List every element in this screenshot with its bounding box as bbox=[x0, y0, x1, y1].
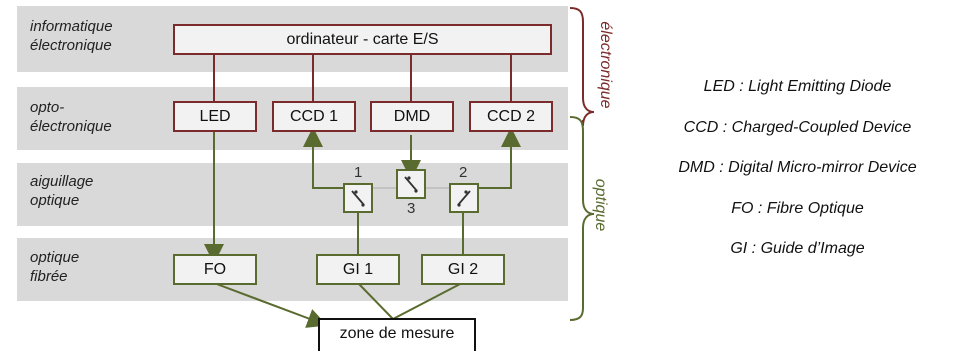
switch-label-3: 3 bbox=[407, 200, 416, 217]
fiber-gi1-zone bbox=[357, 282, 394, 320]
legend-dmd: DMD : Digital Micro-mirror Device bbox=[678, 159, 917, 176]
fiber-gi2-zone bbox=[392, 282, 463, 320]
ccd2-box: CCD 2 bbox=[469, 101, 553, 132]
computer-io-card-box: ordinateur - carte E/S bbox=[173, 24, 552, 55]
measurement-zone-box: zone de mesure bbox=[318, 318, 476, 351]
fo-box: FO bbox=[173, 254, 257, 285]
switch-label-1: 1 bbox=[354, 164, 363, 181]
legend-ccd: CCD : Charged-Coupled Device bbox=[683, 119, 912, 136]
gi2-box: GI 2 bbox=[421, 254, 505, 285]
fiber-switch1-ccd1 bbox=[303, 127, 350, 189]
fiber-switch2-ccd2 bbox=[476, 127, 521, 189]
side-label-optique: optique bbox=[592, 178, 609, 232]
fiber-fo-zone bbox=[213, 282, 328, 328]
dmd-box: DMD bbox=[370, 101, 454, 132]
switch-label-2: 2 bbox=[459, 164, 468, 181]
legend-led: LED : Light Emitting Diode bbox=[703, 78, 892, 95]
legend-gi: GI : Guide d’Image bbox=[730, 240, 865, 257]
side-label-electronique: électronique bbox=[597, 21, 614, 109]
ccd1-box: CCD 1 bbox=[272, 101, 356, 132]
layer-label-opto: opto-électronique bbox=[30, 99, 112, 135]
legend-fo: FO : Fibre Optique bbox=[731, 200, 864, 217]
brace-electronique bbox=[569, 7, 595, 127]
brace-optique bbox=[569, 116, 595, 321]
gi1-box: GI 1 bbox=[316, 254, 400, 285]
led-box: LED bbox=[173, 101, 257, 132]
